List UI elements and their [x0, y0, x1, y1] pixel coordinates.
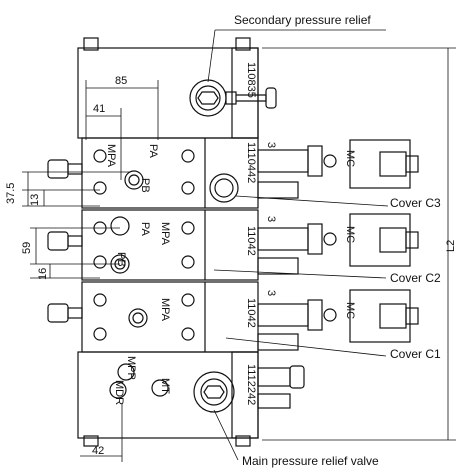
num-c2: 11042 — [245, 226, 257, 256]
dim-41: 41 — [93, 103, 106, 115]
dim-l2: L2 — [445, 239, 457, 252]
port-mc-c3: MC — [344, 150, 356, 168]
num-3-c1: 3 — [265, 290, 277, 297]
num-c1: 11042 — [245, 298, 257, 328]
cover-c3-disc — [209, 173, 239, 203]
num-3-c3: 3 — [265, 142, 277, 149]
bolt-top-right — [235, 37, 251, 51]
bolt-top-left — [83, 37, 99, 51]
num-secondary: 110835 — [245, 62, 257, 98]
dim-42: 42 — [92, 445, 105, 457]
dim-85: 85 — [115, 75, 128, 87]
callout-secondary-relief: Secondary pressure relief — [234, 13, 371, 27]
port-mdr: MDR — [113, 380, 125, 406]
num-c3: 1110442 — [245, 142, 257, 184]
num-main: 1112242 — [245, 364, 257, 406]
dim-37-5: 37.5 — [5, 182, 17, 204]
dim-16: 16 — [37, 267, 49, 280]
port-mc-c2: MC — [344, 226, 356, 244]
port-pa-c2: PA — [139, 222, 151, 236]
port-mt: MT — [159, 378, 171, 394]
solenoid-c2 — [257, 213, 419, 275]
port-mpp: MPP — [125, 356, 137, 380]
bottom-housing — [77, 351, 259, 439]
solenoid-c1 — [257, 289, 419, 351]
dim-13: 13 — [29, 193, 41, 206]
dim-59: 59 — [21, 241, 33, 254]
callout-cover-c2: Cover C2 — [390, 271, 441, 285]
num-3-c2: 3 — [265, 216, 277, 223]
port-mc-c1: MC — [344, 302, 356, 320]
port-mpa-c3: MPA — [105, 144, 117, 168]
callout-cover-c1: Cover C1 — [390, 347, 441, 361]
port-pb-c2: PB — [115, 252, 127, 267]
top-housing — [77, 47, 259, 139]
callout-main-relief: Main pressure relief valve — [242, 454, 379, 468]
solenoid-c3 — [257, 139, 419, 199]
port-pa-c3: PA — [147, 144, 159, 158]
main-relief-valve — [193, 371, 235, 413]
port-pb-c3: PB — [139, 178, 151, 193]
port-mpa-c2: MPA — [159, 222, 171, 246]
section-c2 — [81, 209, 259, 281]
port-mpa-c1: MPA — [159, 298, 171, 322]
callout-cover-c3: Cover C3 — [390, 196, 441, 210]
